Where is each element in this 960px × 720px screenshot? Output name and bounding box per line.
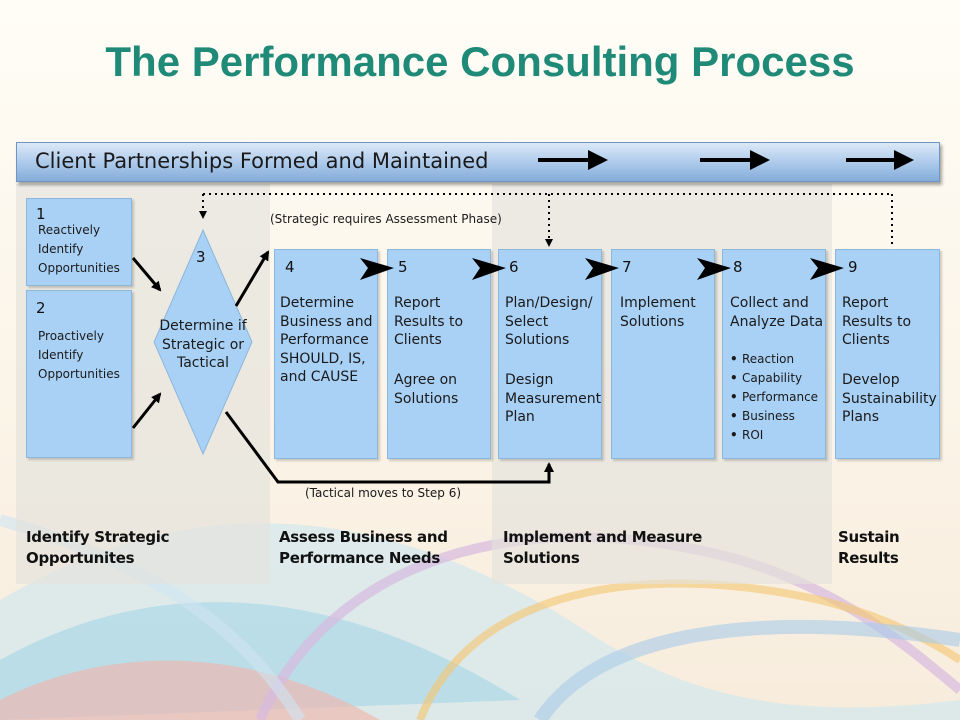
step-4-number: 4	[285, 258, 295, 276]
step-9-box: 9 Report Results to Clients Develop Sust…	[835, 249, 940, 459]
phase-label-implement: Implement and Measure Solutions	[503, 528, 702, 567]
bullet-business: Business	[730, 407, 824, 426]
bullet-performance: Performance	[730, 388, 824, 407]
step-8-bullets: Reaction Capability Performance Business…	[730, 350, 824, 445]
step-6-box: 6 Plan/Design/ Select Solutions Design M…	[498, 249, 602, 459]
step-3-text: Determine if Strategic or Tactical	[159, 318, 247, 371]
step-7-text: Implement Solutions	[620, 295, 696, 330]
step-5-number: 5	[398, 258, 408, 276]
step-7-number: 7	[622, 258, 632, 276]
step-5-text: Report Results to Clients	[394, 295, 464, 348]
step-9-text-2: Develop Sustainability Plans	[842, 372, 937, 425]
step-1-text: Reactively Identify Opportunities	[38, 223, 120, 275]
step-6-text: Plan/Design/ Select Solutions	[505, 295, 593, 348]
step-2-box: 2 Proactively Identify Opportunities	[26, 290, 132, 458]
step-1-number: 1	[36, 205, 46, 223]
phase-label-identify: Identify Strategic Opportunites	[26, 528, 170, 567]
step-9-text: Report Results to Clients	[842, 295, 912, 348]
step-4-text: Determine Business and Performance SHOUL…	[280, 295, 373, 385]
step-2-number: 2	[36, 299, 46, 317]
bullet-reaction: Reaction	[730, 350, 824, 369]
step-6-text-2: Design Measurement Plan	[505, 372, 602, 425]
phase-label-assess: Assess Business and Performance Needs	[279, 528, 448, 567]
client-partnerships-banner: Client Partnerships Formed and Maintaine…	[16, 142, 940, 182]
step-5-text-2: Agree on Solutions	[394, 372, 459, 407]
page-title: The Performance Consulting Process	[105, 38, 855, 85]
phase-label-sustain: Sustain Results	[838, 528, 900, 567]
banner-label: Client Partnerships Formed and Maintaine…	[35, 149, 489, 173]
step-9-number: 9	[848, 258, 858, 276]
step-1-box: 1 Reactively Identify Opportunities	[26, 198, 132, 286]
step-6-number: 6	[509, 258, 519, 276]
step-5-box: 5 Report Results to Clients Agree on Sol…	[387, 249, 491, 459]
step-7-box: 7 Implement Solutions	[611, 249, 715, 459]
step-4-box: 4 Determine Business and Performance SHO…	[274, 249, 378, 459]
bullet-roi: ROI	[730, 426, 824, 445]
strategic-note: (Strategic requires Assessment Phase)	[270, 212, 502, 226]
step-8-box: 8 Collect and Analyze Data Reaction Capa…	[722, 249, 826, 459]
step-3-number: 3	[196, 248, 206, 266]
step-8-number: 8	[733, 258, 743, 276]
step-2-text: Proactively Identify Opportunities	[38, 329, 120, 381]
bullet-capability: Capability	[730, 369, 824, 388]
tactical-note: (Tactical moves to Step 6)	[305, 486, 462, 500]
step-8-text: Collect and Analyze Data	[730, 295, 824, 330]
